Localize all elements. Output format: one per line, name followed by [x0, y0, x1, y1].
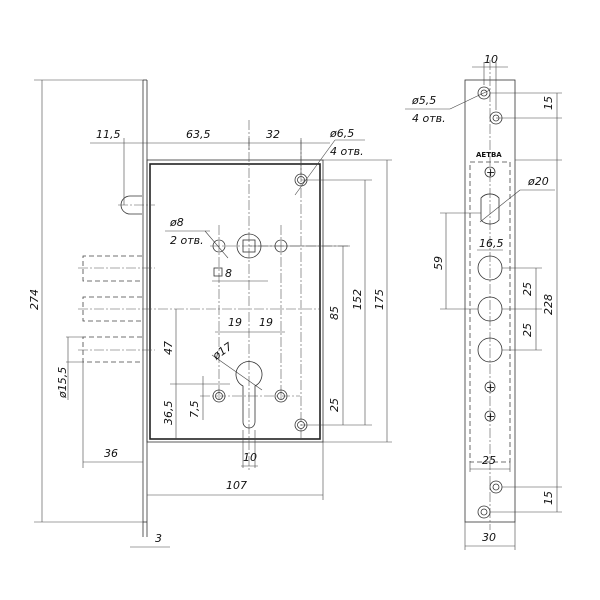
dim-inner-width: 25 [482, 454, 496, 467]
dim-latch-to-bolt: 59 [432, 256, 445, 270]
dim-faceplate-thickness: 3 [155, 532, 162, 545]
dim-screw-spacing-bottom: 15 [542, 491, 555, 505]
lock-case-inner [149, 163, 321, 440]
front-view: 274 11,5 63,5 32 ø6,5 4 отв. ø8 2 отв. 8… [28, 79, 392, 548]
dim-pin-hole-count: 2 отв. [170, 234, 204, 247]
dim-bolt-dia: ø15,5 [56, 367, 69, 399]
svg-text:+: + [486, 410, 495, 423]
dim-cylinder-width: 10 [243, 451, 257, 464]
dim-faceplate-length: 228 [542, 294, 555, 315]
dim-screw-count: 4 отв. [412, 112, 446, 125]
dim-latch-offset: 11,5 [96, 128, 121, 141]
dim-cylinder-dia: ø17 [209, 340, 234, 363]
dim-total-height: 274 [28, 289, 41, 310]
cylinder-hole [480, 193, 500, 225]
dim-cylinder-to-bottom: 36,5 [162, 401, 175, 426]
dim-mount-hole-dia: ø6,5 [329, 127, 354, 140]
dim-hole-to-cylinder: 25 [328, 398, 341, 412]
dim-hole-spacing-vertical: 152 [351, 289, 364, 310]
dim-faceplate-width: 30 [482, 531, 496, 544]
dim-spindle-to-hole: 32 [266, 128, 280, 141]
brand-logo: АЕТВА [476, 151, 502, 159]
dim-small-offset: 7,5 [188, 401, 201, 419]
svg-text:+: + [486, 381, 495, 394]
lock-case-outline [146, 159, 324, 443]
bolts [78, 255, 320, 363]
dim-backset: 63,5 [186, 128, 211, 141]
dim-cylinder-flat: 16,5 [479, 237, 504, 250]
side-view: АЕТВА + + + 10 ø5,5 4 отв. 15 [405, 53, 562, 550]
pin-hole-left [212, 239, 226, 253]
dim-case-depth: 107 [226, 479, 247, 492]
dim-case-height: 175 [373, 289, 386, 310]
dim-bolt-spacing-2: 25 [521, 323, 534, 337]
dim-half-spacing-left: 19 [228, 316, 242, 329]
dim-bolt-spacing-1: 25 [521, 282, 534, 296]
svg-text:+: + [486, 166, 495, 179]
dim-spindle-to-cylinder: 85 [328, 306, 341, 320]
dim-pin-hole-dia: ø8 [169, 216, 184, 229]
dim-cylinder-hole-dia: ø20 [527, 175, 549, 188]
dim-bolt-throw: 36 [104, 447, 118, 460]
dim-spindle-square: 8 [225, 267, 232, 280]
dim-mount-hole-count: 4 отв. [330, 145, 364, 158]
dim-bolt-to-cylinder: 47 [162, 341, 175, 355]
dim-screw-dia: ø5,5 [411, 94, 436, 107]
dim-screw-spacing-top: 15 [542, 96, 555, 110]
dim-half-spacing-right: 19 [259, 316, 273, 329]
dim-top-offset: 10 [484, 53, 498, 66]
